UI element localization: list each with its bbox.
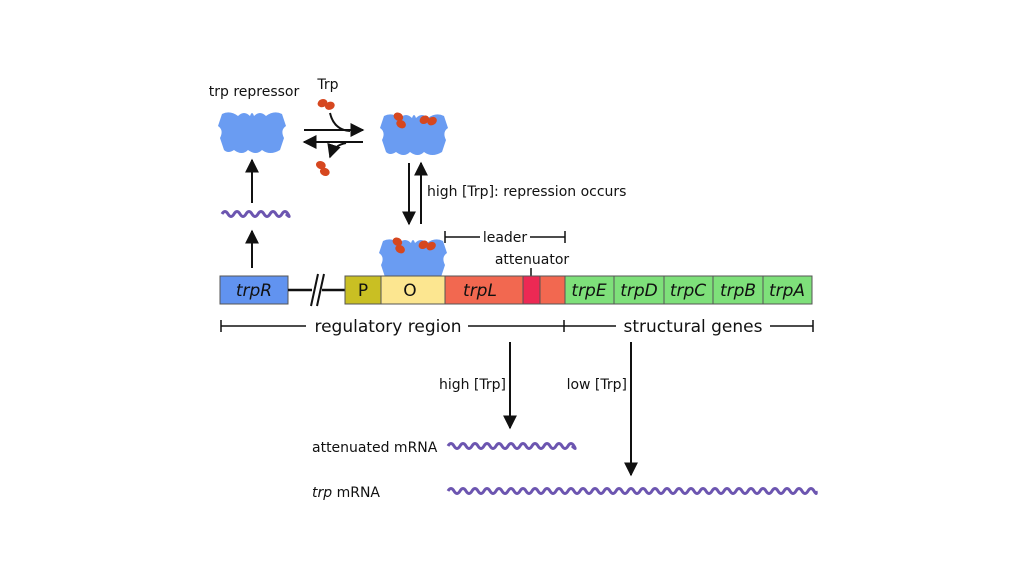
gene-bar [219,275,813,305]
attenuator-box [522,275,541,305]
attenuator-label: attenuator [495,252,570,268]
trpR-gene [219,275,289,305]
trpC-gene [663,275,714,305]
attenuated-mrna [446,442,577,450]
leader-bracket [444,231,566,243]
attenuated-mrna-label: attenuated mRNA [312,440,438,456]
structural-genes-label: structural genes [624,317,763,337]
repression-label: high [Trp]: repression occurs [427,184,626,200]
bound-repressor [379,235,447,280]
trpE-label: trpE [571,281,606,301]
break-mark [310,272,325,308]
trpE-gene [564,275,615,305]
leader-label: leader [483,230,528,246]
trpL-label: trpL [463,281,497,301]
trp-ligand-label: Trp [316,77,338,93]
region-brackets [220,320,814,332]
free-repressor [218,112,286,153]
trp-mrna-label: trp mRNA [312,485,380,501]
trp-mrna [446,487,818,495]
promoter-label: P [358,281,368,301]
promoter-box [344,275,382,305]
operator-box [380,275,446,305]
trpA-gene [762,275,813,305]
active-repressor [380,110,448,155]
trp-molecule-released [313,159,333,178]
repressor-label: trp repressor [209,84,300,100]
operator-label: O [403,281,416,301]
high-trp-label: high [Trp] [439,377,506,393]
trpR-mrna [220,210,291,218]
trpC-label: trpC [670,281,706,301]
equilibrium-arrows [302,112,365,159]
trpR-label: trpR [236,281,272,301]
low-trp-label: low [Trp] [567,377,627,393]
transcription-arrows [503,342,638,477]
trpA-label: trpA [769,281,805,301]
trpL-gene [444,275,566,305]
trpB-label: trpB [720,281,756,301]
trpB-gene [712,275,764,305]
regulatory-region-label: regulatory region [314,317,461,337]
trp-molecule-free [316,95,336,114]
trpD-gene [613,275,665,305]
trpD-label: trpD [620,281,658,301]
binding-arrows [402,161,428,226]
